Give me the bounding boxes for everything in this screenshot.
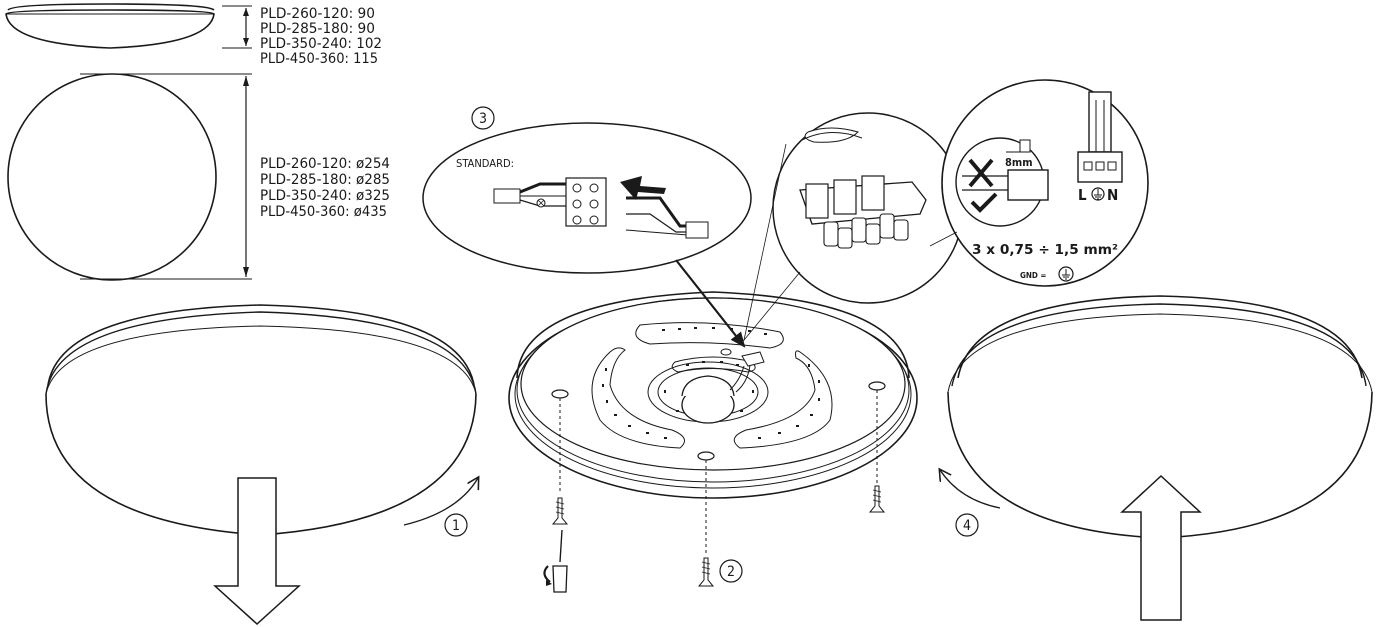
left-diffuser-cover: [45, 304, 477, 536]
strip-length-label: 8mm: [1005, 156, 1033, 169]
diameter-spec-3: PLD-350-240: ø325: [260, 188, 390, 204]
screwdriver-icon: [543, 529, 568, 593]
diameter-dimension-line: [80, 73, 252, 280]
step-3-number: 3: [479, 111, 487, 127]
right-diffuser-cover: [947, 295, 1373, 539]
step-4-number: 4: [963, 518, 971, 534]
step-1-number: 1: [452, 518, 460, 534]
step-1-badge: [444, 513, 468, 537]
cable-spec-label: 3 x 0,75 ÷ 1,5 mm²: [972, 243, 1118, 258]
step-3-badge: [471, 106, 495, 130]
led-dots: [602, 327, 820, 439]
diameter-spec-4: PLD-450-360: ø435: [260, 204, 387, 220]
step-4-badge: [955, 513, 979, 537]
connector-detail-bubble: [739, 112, 964, 346]
rotate-arrow-1: [403, 478, 478, 526]
height-spec-1: PLD-260-120: 90: [260, 6, 375, 22]
height-spec-3: PLD-350-240: 102: [260, 36, 382, 52]
height-spec-2: PLD-285-180: 90: [260, 21, 375, 37]
down-arrow: [213, 477, 301, 626]
wire-spec-bubble: [929, 79, 1149, 287]
rotate-arrow-4: [940, 470, 1001, 509]
terminal-n-label: N: [1107, 186, 1118, 204]
gnd-label: GND =: [1020, 271, 1046, 280]
mounting-screws: [551, 381, 886, 587]
height-spec-4: PLD-450-360: 115: [260, 51, 378, 67]
diameter-spec-2: PLD-285-180: ø285: [260, 172, 390, 188]
standard-label: STANDARD:: [456, 157, 514, 170]
up-arrow: [1120, 474, 1202, 621]
terminal-block: [493, 176, 709, 239]
lamp-top-view: [7, 73, 217, 281]
terminal-l-label: L: [1078, 186, 1087, 204]
diameter-spec-1: PLD-260-120: ø254: [260, 156, 390, 172]
step-2-number: 2: [727, 564, 735, 580]
height-dimension-line: [222, 5, 252, 49]
lamp-side-view: [5, 3, 215, 49]
step-2-badge: [719, 559, 743, 583]
